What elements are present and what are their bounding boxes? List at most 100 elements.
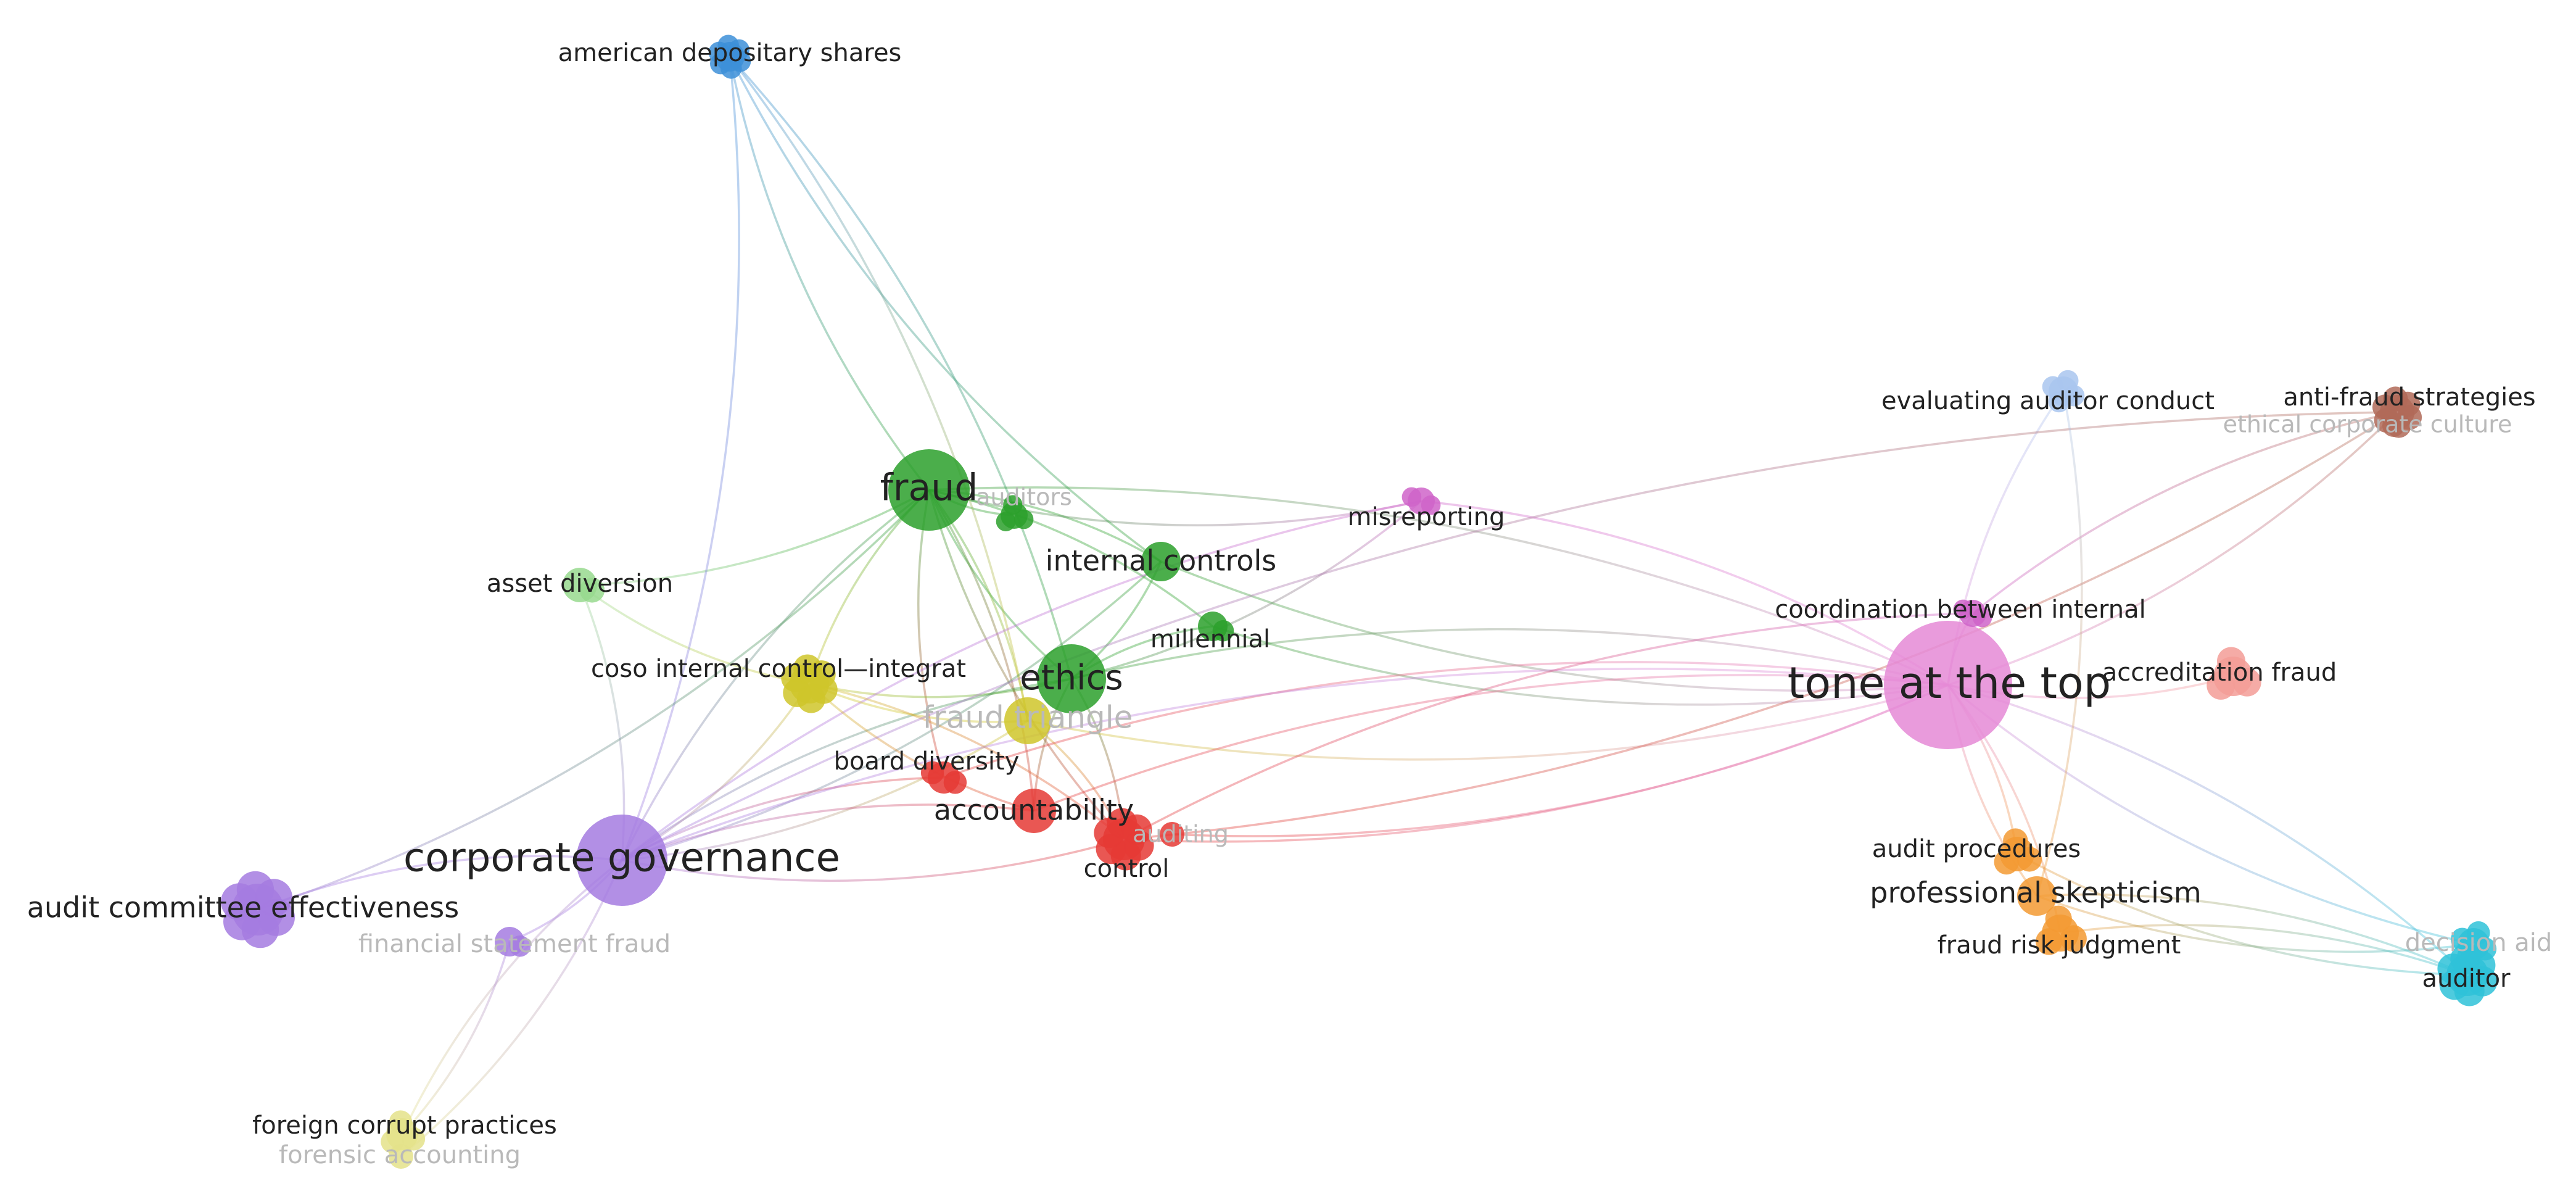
link-coso-internal-control-accountability <box>808 682 1034 812</box>
link-corporate-governance-tone-at-the-top <box>621 668 1949 861</box>
link-misreporting-corporate-governance <box>621 500 1422 861</box>
node-satellite-american-depositary-shares <box>728 39 749 61</box>
node-asset-diversion[interactable] <box>563 568 605 603</box>
label-board-diversity: board diversity <box>834 747 1020 776</box>
label-fraud-triangle: fraud triangle <box>923 700 1133 736</box>
link-fraud-american-depositary-shares <box>729 56 930 491</box>
label-fraud: fraud <box>880 467 978 510</box>
node-circle-ethical-corporate-culture[interactable] <box>2382 415 2405 437</box>
node-circle-auditing[interactable] <box>1160 822 1184 847</box>
node-audit-committee-effectiveness[interactable] <box>221 871 295 948</box>
node-professional-skepticism[interactable] <box>2017 876 2057 916</box>
link-control-corporate-governance <box>621 838 1125 882</box>
node-satellite-coordination-between-internal <box>1953 599 1973 620</box>
label-misreporting: misreporting <box>1348 503 1505 531</box>
node-coso-internal-control[interactable] <box>781 654 838 713</box>
node-satellite-coordination-between-internal <box>1972 607 1992 628</box>
link-board-diversity-tone-at-the-top <box>943 661 1949 779</box>
label-asset-diversion: asset diversion <box>487 570 673 598</box>
label-fraud-risk-judgment: fraud risk judgment <box>1938 931 2181 960</box>
node-circle-tone-at-the-top[interactable] <box>1884 621 2012 749</box>
node-auditor[interactable] <box>2437 944 2498 1006</box>
label-accountability: accountability <box>934 794 1134 827</box>
node-satellite-asset-diversion <box>579 578 605 603</box>
node-audit-procedures[interactable] <box>1994 828 2042 875</box>
node-misreporting[interactable] <box>1402 487 1441 515</box>
label-financial-statement-fraud: financial statement fraud <box>358 930 671 958</box>
node-auditing[interactable] <box>1160 822 1184 847</box>
node-financial-statement-fraud[interactable] <box>495 927 531 957</box>
node-circle-ethics[interactable] <box>1037 644 1106 713</box>
label-forensic-accounting: forensic accounting <box>279 1141 521 1169</box>
node-circle-fraud[interactable] <box>888 449 970 531</box>
node-satellite-auditors <box>1003 495 1023 515</box>
link-fraud-triangle-corporate-governance <box>621 720 1028 861</box>
node-accreditation-fraud[interactable] <box>2207 647 2261 700</box>
node-satellite-accreditation-fraud <box>2207 671 2235 700</box>
node-satellite-foreign-corrupt-practices <box>389 1110 413 1134</box>
node-american-depositary-shares[interactable] <box>708 35 751 79</box>
label-audit-procedures: audit procedures <box>1872 835 2081 863</box>
node-circle-professional-skepticism[interactable] <box>2017 876 2057 916</box>
node-satellite-audit-committee-effectiveness <box>255 879 292 916</box>
node-satellite-control <box>1121 814 1152 845</box>
node-circle-forensic-accounting[interactable] <box>389 1144 413 1169</box>
label-evaluating-auditor-conduct: evaluating auditor conduct <box>1881 387 2215 415</box>
link-fraud-control <box>928 489 1125 840</box>
link-american-depositary-shares-internal-controls <box>729 56 1162 563</box>
node-circle-fraud-triangle[interactable] <box>1004 697 1051 744</box>
node-satellite-fraud-risk-judgment <box>2060 925 2087 952</box>
node-internal-controls[interactable] <box>1141 542 1181 581</box>
link-fraud-asset-diversion <box>579 489 930 586</box>
node-control[interactable] <box>1094 808 1154 871</box>
link-fraud-corporate-governance <box>621 489 930 861</box>
node-satellite-misreporting <box>1402 487 1422 507</box>
node-fraud-risk-judgment[interactable] <box>2036 905 2087 955</box>
node-forensic-accounting[interactable] <box>389 1144 413 1169</box>
node-auditors[interactable] <box>996 495 1034 531</box>
link-tone-at-the-top-decision-aid <box>1947 684 2474 945</box>
label-ethics: ethics <box>1020 658 1123 698</box>
node-satellite-auditors <box>1013 509 1034 529</box>
link-financial-statement-fraud-foreign-corrupt-practices <box>401 941 511 1135</box>
node-satellite-auditor <box>2465 950 2496 981</box>
node-ethics[interactable] <box>1037 644 1106 713</box>
node-board-diversity[interactable] <box>920 761 967 794</box>
node-circle-corporate-governance[interactable] <box>576 815 667 906</box>
label-coordination-between-internal: coordination between internal <box>1775 595 2146 624</box>
label-corporate-governance: corporate governance <box>403 836 840 881</box>
node-satellite-decision-aid <box>2467 921 2490 945</box>
node-coordination-between-internal[interactable] <box>1953 599 1992 628</box>
node-ethical-corporate-culture[interactable] <box>2382 415 2405 437</box>
node-fraud[interactable] <box>888 449 970 531</box>
link-fraud-triangle-tone-at-the-top <box>1027 684 1949 761</box>
label-coso-internal-control: coso internal control—integrat <box>591 655 966 683</box>
label-professional-skepticism: professional skepticism <box>1870 876 2201 910</box>
node-corporate-governance[interactable] <box>576 815 667 906</box>
node-accountability[interactable] <box>1012 789 1056 833</box>
node-tone-at-the-top[interactable] <box>1884 621 2012 749</box>
label-foreign-corrupt-practices: foreign corrupt practices <box>252 1111 557 1140</box>
link-fraud-millennial <box>928 489 1214 628</box>
label-audit-committee-effectiveness: audit committee effectiveness <box>27 891 459 924</box>
link-ethics-coso-internal-control <box>809 678 1072 699</box>
node-evaluating-auditor-conduct[interactable] <box>2042 370 2085 413</box>
label-accreditation-fraud: accreditation fraud <box>2102 658 2337 687</box>
link-misreporting-tone-at-the-top <box>1421 500 1949 686</box>
link-anti-fraud-strategies-corporate-governance <box>621 411 2398 861</box>
link-fraud-accountability <box>928 489 1035 811</box>
link-american-depositary-shares-ethics <box>729 56 1073 679</box>
link-ethics-misreporting <box>1071 500 1422 680</box>
label-control: control <box>1084 855 1170 883</box>
node-satellite-fraud-risk-judgment <box>2036 928 2063 955</box>
node-millennial[interactable] <box>1198 612 1234 642</box>
label-auditors: auditors <box>976 484 1072 511</box>
node-fraud-triangle[interactable] <box>1004 697 1051 744</box>
node-foreign-corrupt-practices[interactable] <box>381 1110 426 1153</box>
label-ethical-corporate-culture: ethical corporate culture <box>2223 411 2512 438</box>
node-satellite-accreditation-fraud <box>2232 668 2261 697</box>
link-american-depositary-shares-fraud-triangle <box>729 56 1029 721</box>
node-circle-internal-controls[interactable] <box>1141 542 1181 581</box>
node-satellite-foreign-corrupt-practices <box>402 1127 426 1151</box>
node-circle-accountability[interactable] <box>1012 789 1056 833</box>
